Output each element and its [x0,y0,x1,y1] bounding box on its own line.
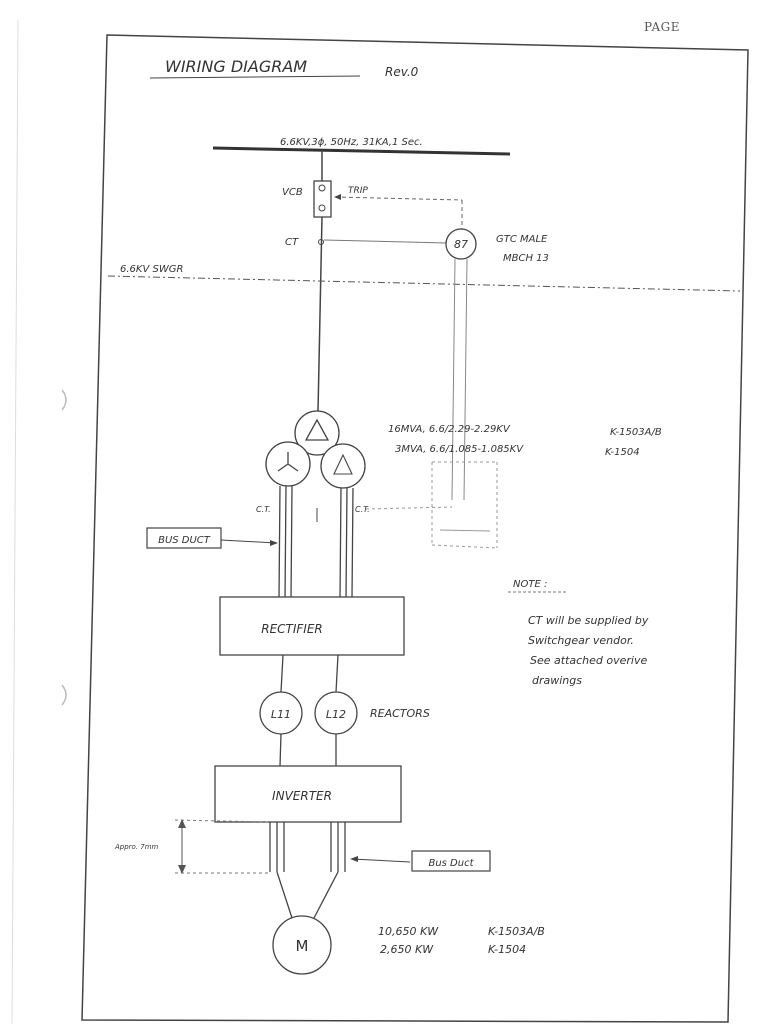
rectifier-label: RECTIFIER [261,622,323,636]
bus-duct-lower-label: Bus Duct [428,858,474,869]
relay-number: 87 [454,238,468,251]
binder-hole-mark [61,684,67,706]
transformer-rating-2: 3MVA, 6.6/1.085-1.085KV [395,444,524,455]
relay-desc-line2: MBCH 13 [503,253,549,264]
motor-feeder [313,871,339,919]
secondary-conductor [284,485,287,599]
title-underline [149,75,361,79]
delta-symbol-icon [304,418,330,441]
inverter-box [214,765,402,823]
motor-feeder [276,871,293,919]
pointer-arrow-icon [350,856,358,862]
secondary-conductor [278,485,281,599]
relay-wire [451,258,456,501]
ct-left-label: C.T. [256,505,271,514]
secondary-conductor [339,487,342,599]
note-line-4: drawings [532,674,582,687]
transformer-rating-1: 16MVA, 6.6/2.29-2.29KV [388,424,511,435]
secondary-conductor [345,487,348,599]
dimension-note: Appro. 7mm [114,843,159,851]
rectifier-box [219,596,405,656]
transformer-primary-winding [294,410,340,456]
relay-desc-line1: GTC MALE [496,234,548,245]
motor-rating-2: 2,650 KW [380,943,434,956]
swgr-boundary-line [107,275,741,292]
reactor-l11-label: L11 [271,708,291,721]
secondary-conductor [351,487,354,599]
main-busbar [212,146,511,156]
trip-signal-line [334,196,463,201]
trip-label: TRIP [348,186,368,196]
delta-symbol-icon [333,453,353,475]
motor-tag-1: K-1503A/B [488,925,545,938]
differential-relay [445,228,477,260]
motor-symbol: M [296,937,309,955]
ct-right-label: C.T. [355,505,370,514]
dc-link-line [280,654,284,693]
reactor-l12-label: L12 [326,708,346,721]
page-edge [11,19,19,1025]
relay-wire [439,529,491,532]
note-line-3: See attached overive [530,654,647,667]
bus-duct-upper-box [146,527,222,549]
reactors-label: REACTORS [370,707,430,720]
diagram-title: WIRING DIAGRAM [165,57,307,76]
note-line-1: CT will be supplied by [528,614,649,627]
motor [272,915,332,975]
binder-hole-mark [61,389,67,411]
pointer-arrow-icon [270,540,278,546]
feeder-line [317,216,323,413]
bus-duct-upper-label: BUS DUCT [158,535,211,546]
ct-wire [323,239,447,244]
vcb-contact [318,184,326,192]
secondary-conductor [290,485,293,599]
relay-wire-dashed [431,544,498,549]
dc-link-line [279,733,282,767]
trip-arrow-icon [334,194,341,200]
wye-symbol-icon [277,452,299,472]
dc-link-line [335,654,339,693]
ct-label: CT [285,237,299,248]
inverter-label: INVERTER [272,789,332,803]
dimension-arrow-icon [178,865,186,874]
bus-duct-pointer [351,858,411,863]
swgr-label: 6.6KV SWGR [120,264,183,275]
vcb-contact [318,204,326,212]
page-label: PAGE [644,20,680,34]
relay-wire [463,258,468,501]
bus-duct-lower-box [411,850,491,872]
drawing-border [81,34,749,1023]
transformer-secondary-winding-delta [320,443,366,489]
transformer-tag-2: K-1504 [605,447,640,458]
note-heading: NOTE : [513,579,547,590]
vcb-label: VCB [282,187,303,198]
dimension-arrow-icon [178,819,186,828]
note-line-2: Switchgear vendor. [528,634,634,647]
ct-wire-dashed [365,506,453,510]
vcb-breaker [313,180,332,218]
bus-duct-pointer [220,539,277,544]
transformer-tag-1: K-1503A/B [610,427,662,438]
ct-symbol [318,239,324,245]
revision-label: Rev.0 [385,65,419,79]
motor-rating-1: 10,650 KW [378,925,439,938]
motor-tag-2: K-1504 [488,943,526,956]
bus-rating: 6.6KV,3ϕ, 50Hz, 31KA,1 Sec. [280,137,423,148]
